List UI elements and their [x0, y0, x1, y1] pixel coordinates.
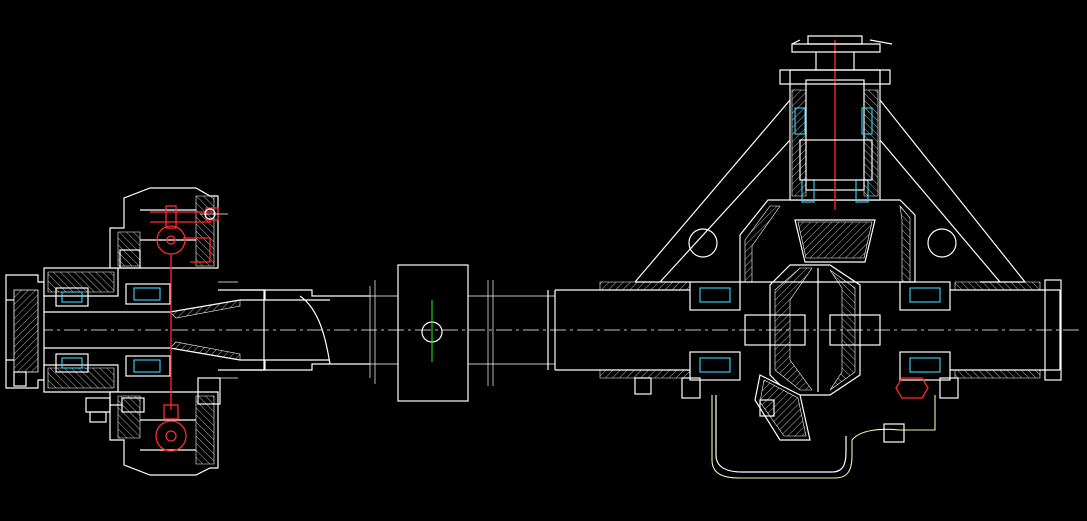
left-hub-assembly — [5, 187, 330, 476]
brake-cam-mechanism — [150, 205, 219, 452]
differential-housing — [634, 35, 1026, 479]
centre-block — [370, 264, 556, 402]
left-axle-tube — [240, 280, 376, 384]
hub-bolts — [13, 371, 145, 423]
